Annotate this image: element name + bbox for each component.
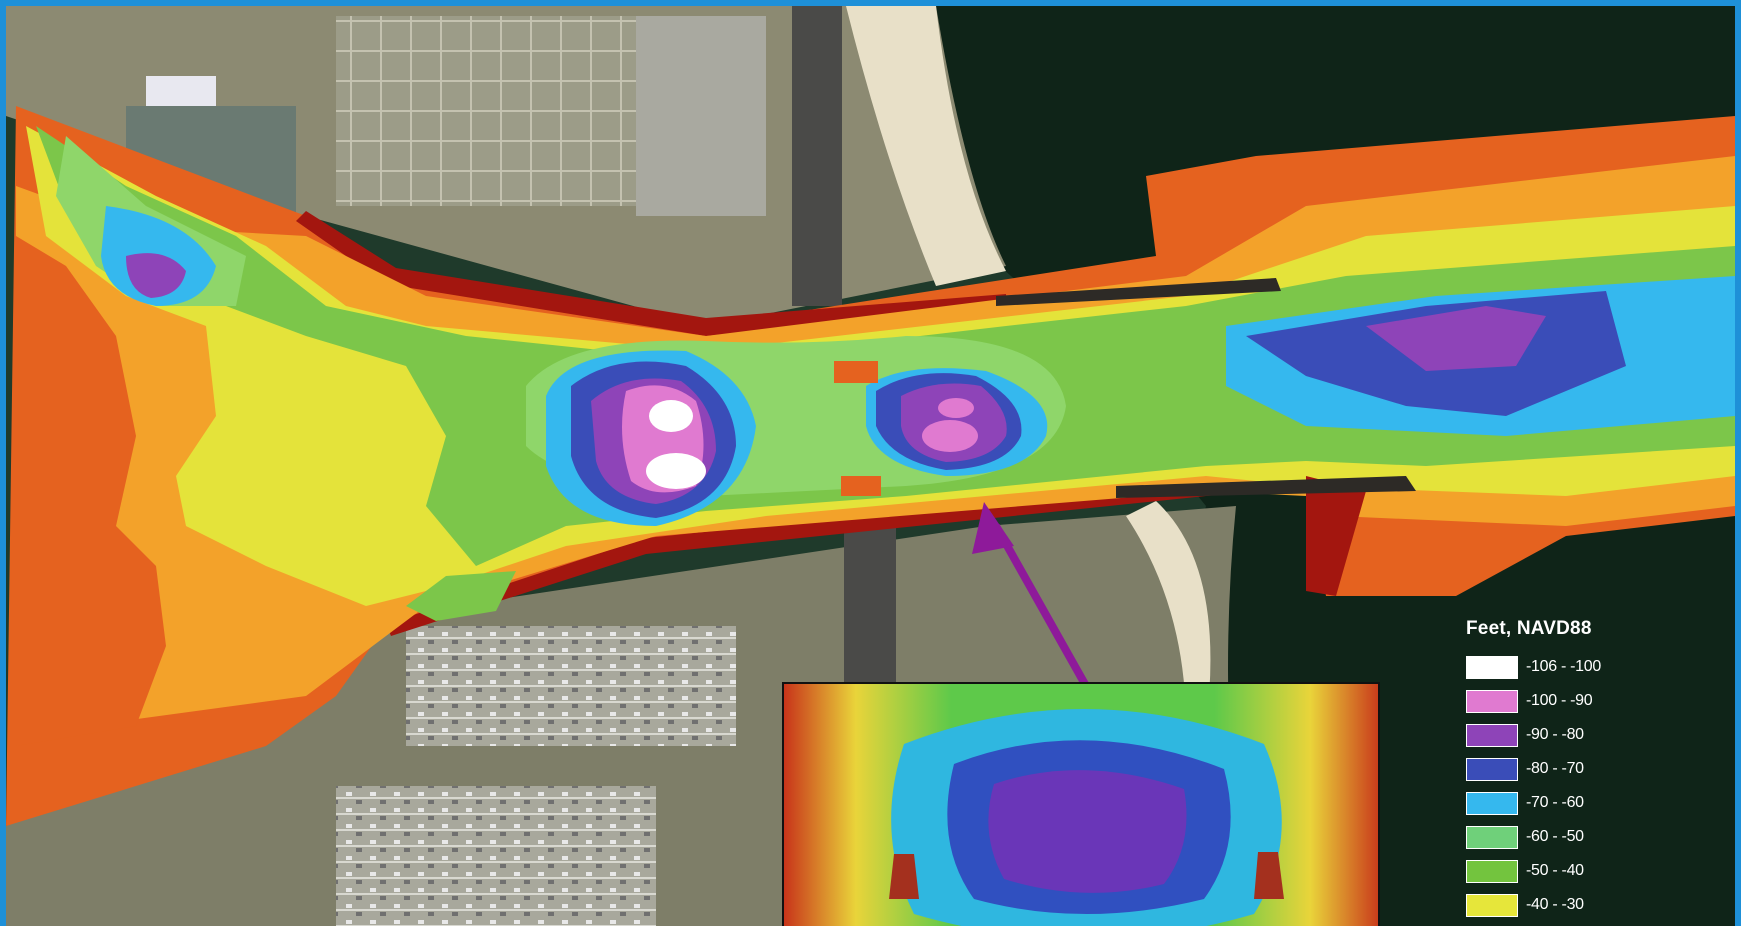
legend-swatch [1466, 655, 1518, 679]
legend-item: -70 - -60 [1466, 786, 1666, 820]
legend-swatch [1466, 757, 1518, 781]
depth-zone-white-1 [649, 400, 693, 432]
legend-label: -70 - -60 [1526, 794, 1584, 811]
legend-item: -50 - -40 [1466, 854, 1666, 888]
depth-zone-darkred-north [296, 211, 1006, 336]
legend-label: -100 - -90 [1526, 692, 1593, 709]
pointer-arrow [992, 524, 1090, 688]
legend-title: Feet, NAVD88 [1466, 618, 1592, 639]
depth-zone-orange-spot-1 [834, 361, 878, 383]
legend-item: -80 - -70 [1466, 752, 1666, 786]
legend-label: -50 - -40 [1526, 862, 1584, 879]
legend-label: -40 - -30 [1526, 896, 1584, 913]
inset-image [782, 682, 1380, 926]
parking-lot-south-2 [336, 786, 656, 926]
depth-zone-orange-west [16, 236, 166, 746]
parking-lot-south [406, 626, 736, 746]
legend-swatch [1466, 893, 1518, 917]
legend-swatch [1466, 825, 1518, 849]
beach-north [846, 6, 1006, 286]
depth-zone-orange-spot-2 [841, 476, 881, 496]
parking-lots-north [336, 16, 636, 206]
legend: Feet, NAVD88 -106 - -100 -100 - -90 -90 - … [1466, 618, 1666, 922]
parking-lot-north-2 [636, 16, 766, 216]
depth-zone-white-2 [646, 453, 706, 489]
legend-item: -60 - -50 [1466, 820, 1666, 854]
legend-swatch [1466, 723, 1518, 747]
legend-item: -100 - -90 [1466, 684, 1666, 718]
map-frame: Feet, NAVD88 -106 - -100 -100 - -90 -90 - … [6, 6, 1735, 926]
up-right-arrow-icon [972, 502, 1014, 554]
legend-item: -90 - -80 [1466, 718, 1666, 752]
depth-zone-pink-center-2 [922, 420, 978, 452]
jetty-south [1116, 476, 1416, 498]
depth-zone-pink-center-3 [938, 398, 974, 418]
depth-zone-purple-west [126, 253, 186, 298]
legend-swatch [1466, 689, 1518, 713]
legend-swatch [1466, 791, 1518, 815]
legend-label: -80 - -70 [1526, 760, 1584, 777]
depth-zone-purple-east [1366, 306, 1546, 371]
inset-bathymetry [784, 684, 1378, 926]
depth-zone-darkred-east [1306, 476, 1366, 596]
bathymetry-map [6, 6, 1735, 926]
jetty-north [996, 278, 1281, 306]
bridge-north [792, 6, 842, 306]
legend-item: -40 - -30 [1466, 888, 1666, 922]
depth-zone-green-southwest [406, 571, 516, 621]
legend-label: -106 - -100 [1526, 658, 1601, 675]
legend-item: -106 - -100 [1466, 650, 1666, 684]
legend-label: -60 - -50 [1526, 828, 1584, 845]
legend-rows: -106 - -100 -100 - -90 -90 - -80 -80 - -70 -… [1466, 650, 1666, 922]
legend-swatch [1466, 859, 1518, 883]
beach-south [1126, 501, 1211, 726]
legend-label: -90 - -80 [1526, 726, 1584, 743]
